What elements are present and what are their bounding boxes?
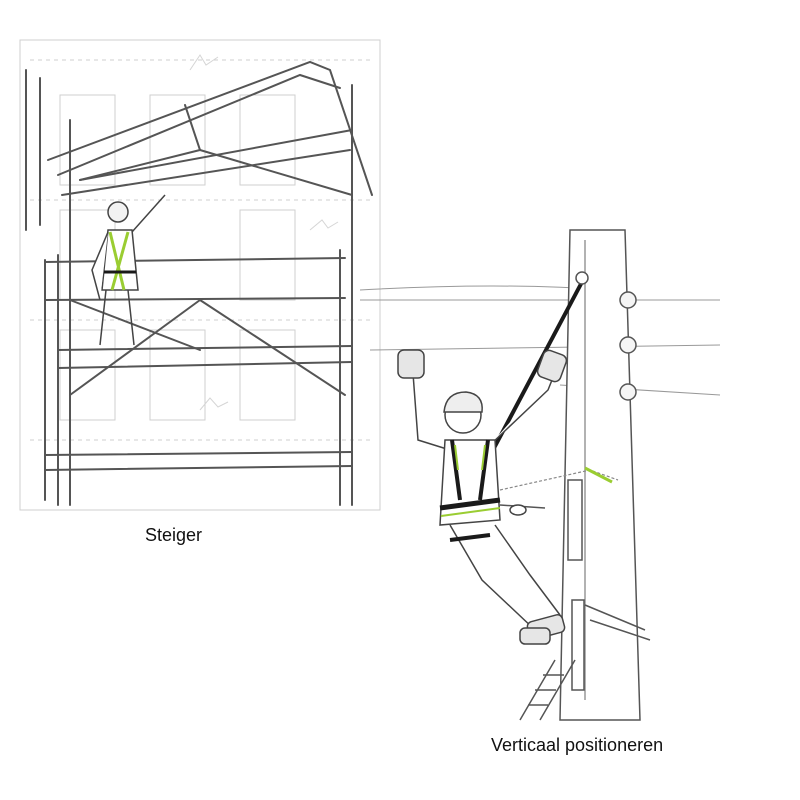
caption-vertical-positioning: Verticaal positioneren (491, 735, 664, 755)
building-facade-background (19, 39, 381, 511)
positioning-lanyard (491, 281, 584, 451)
safety-harness (439, 439, 501, 542)
helmet-icon (107, 201, 129, 223)
carabiner-icon (575, 271, 589, 285)
worker-on-scaffold (91, 194, 166, 346)
utility-pole (519, 229, 651, 721)
worker-on-pole (397, 349, 568, 645)
pole-positioning-illustration (359, 229, 721, 721)
scaffold-frame (25, 60, 373, 506)
scaffold-illustration (19, 39, 381, 511)
caption-scaffold: Steiger (145, 525, 203, 545)
helmet-icon (443, 391, 483, 413)
